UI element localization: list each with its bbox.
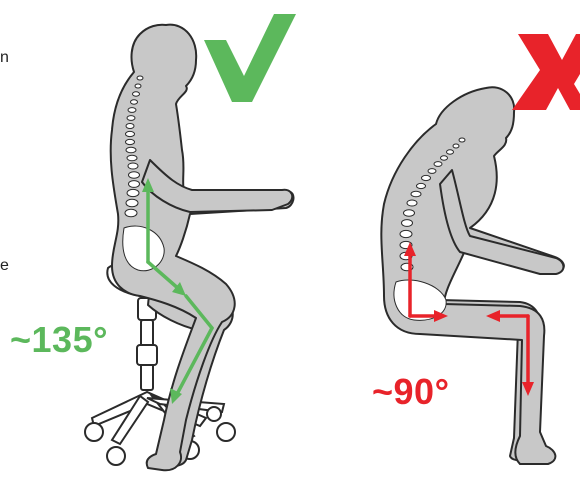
good-angle-label: ~135° (10, 322, 108, 358)
check-mark-icon (204, 14, 296, 102)
bad-angle-label: ~90° (372, 374, 449, 410)
x-mark-icon (512, 34, 580, 110)
